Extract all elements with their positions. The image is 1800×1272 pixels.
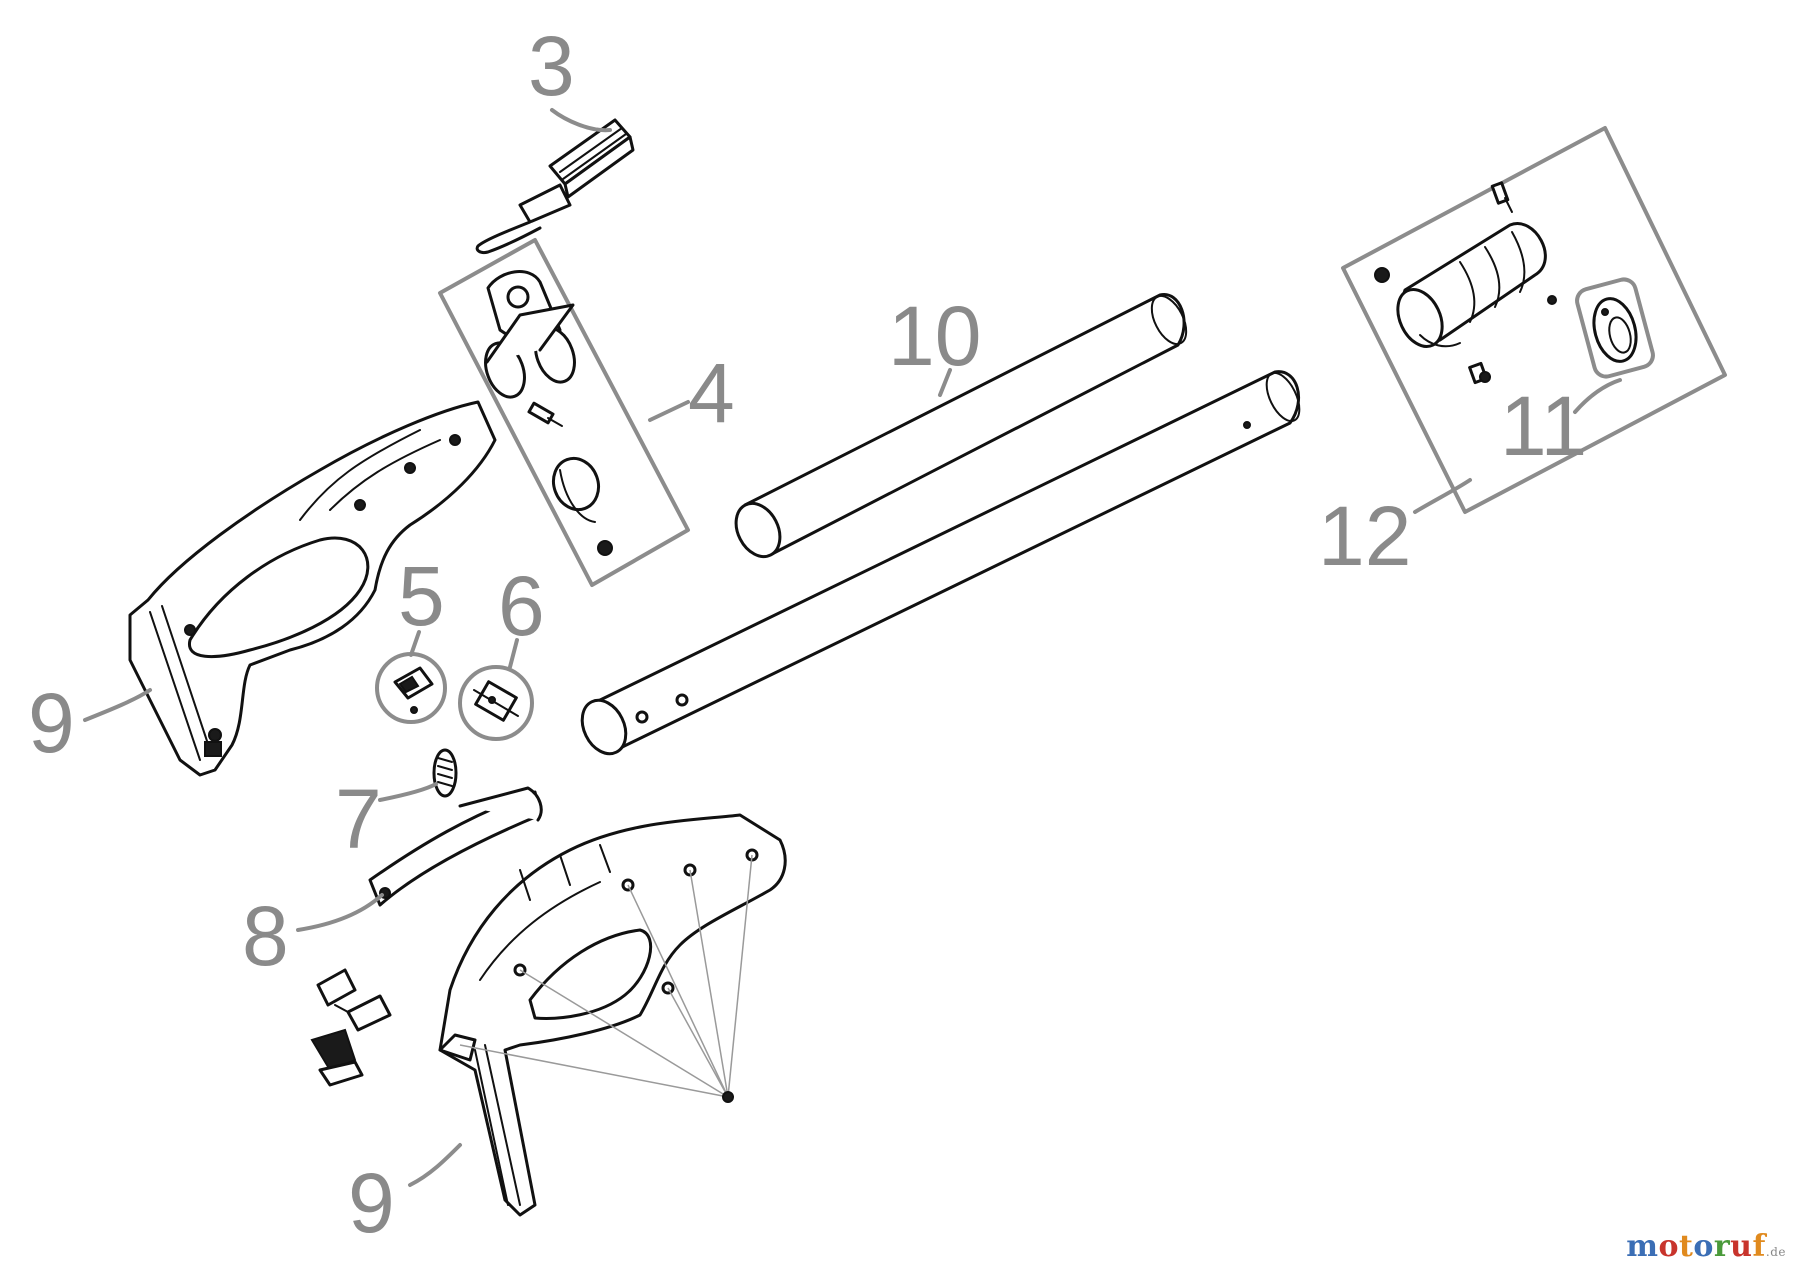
part-7-spring	[432, 748, 458, 798]
motoruf-watermark: motoruf.de	[1626, 1229, 1786, 1264]
callout-leaders	[83, 108, 1622, 1187]
leader-6	[508, 638, 519, 669]
leader-11	[1573, 378, 1622, 414]
callout-4: 4	[688, 346, 735, 440]
watermark-letter: t	[1678, 1229, 1694, 1264]
leader-8	[296, 893, 384, 932]
part-12-group-box	[1341, 126, 1727, 514]
leader-4	[648, 400, 690, 422]
part-5-switch	[375, 652, 447, 724]
trigger-switch-parts	[310, 968, 392, 1087]
callout-3: 3	[528, 19, 575, 113]
callout-6: 6	[498, 559, 545, 653]
leader-12	[1413, 478, 1472, 514]
part-3-clip	[475, 118, 635, 254]
leader-3	[550, 108, 612, 133]
part-9-handle-right-half	[438, 813, 787, 1217]
watermark-letter: r	[1713, 1229, 1731, 1264]
callout-7: 7	[335, 772, 382, 866]
watermark-letter: u	[1730, 1229, 1753, 1264]
part-9-handle-left-half	[128, 400, 497, 777]
callout-labels: 3 4 5 6 7 8 9 9 10 11 12	[28, 19, 1587, 1250]
long-tube	[580, 370, 1301, 756]
leader-9a	[83, 688, 152, 722]
callout-5: 5	[398, 549, 445, 643]
callout-11: 11	[1500, 379, 1587, 473]
callout-8: 8	[242, 889, 289, 983]
callout-12: 12	[1318, 489, 1411, 583]
watermark-letter: f	[1752, 1229, 1766, 1264]
part-4-bracket-kit	[438, 238, 690, 587]
watermark-letter: m	[1626, 1229, 1659, 1264]
callout-9-upper: 9	[28, 676, 75, 770]
part-4-group-box	[438, 238, 690, 587]
leader-7	[378, 782, 438, 802]
callout-10: 10	[888, 289, 981, 383]
watermark-letter: o	[1658, 1229, 1679, 1264]
leader-9b	[408, 1143, 462, 1187]
leader-10	[938, 368, 952, 397]
watermark-logo-text: motoruf	[1626, 1229, 1766, 1264]
watermark-suffix: .de	[1765, 1245, 1786, 1259]
watermark-letter: o	[1693, 1229, 1714, 1264]
callout-9-lower: 9	[348, 1156, 395, 1250]
part-6-switch-module	[458, 665, 534, 741]
leader-5	[409, 630, 421, 657]
part-11-clamp-insert	[1575, 277, 1655, 379]
part-10-tube	[734, 293, 1188, 559]
part-12-clamp-kit	[1341, 126, 1727, 514]
